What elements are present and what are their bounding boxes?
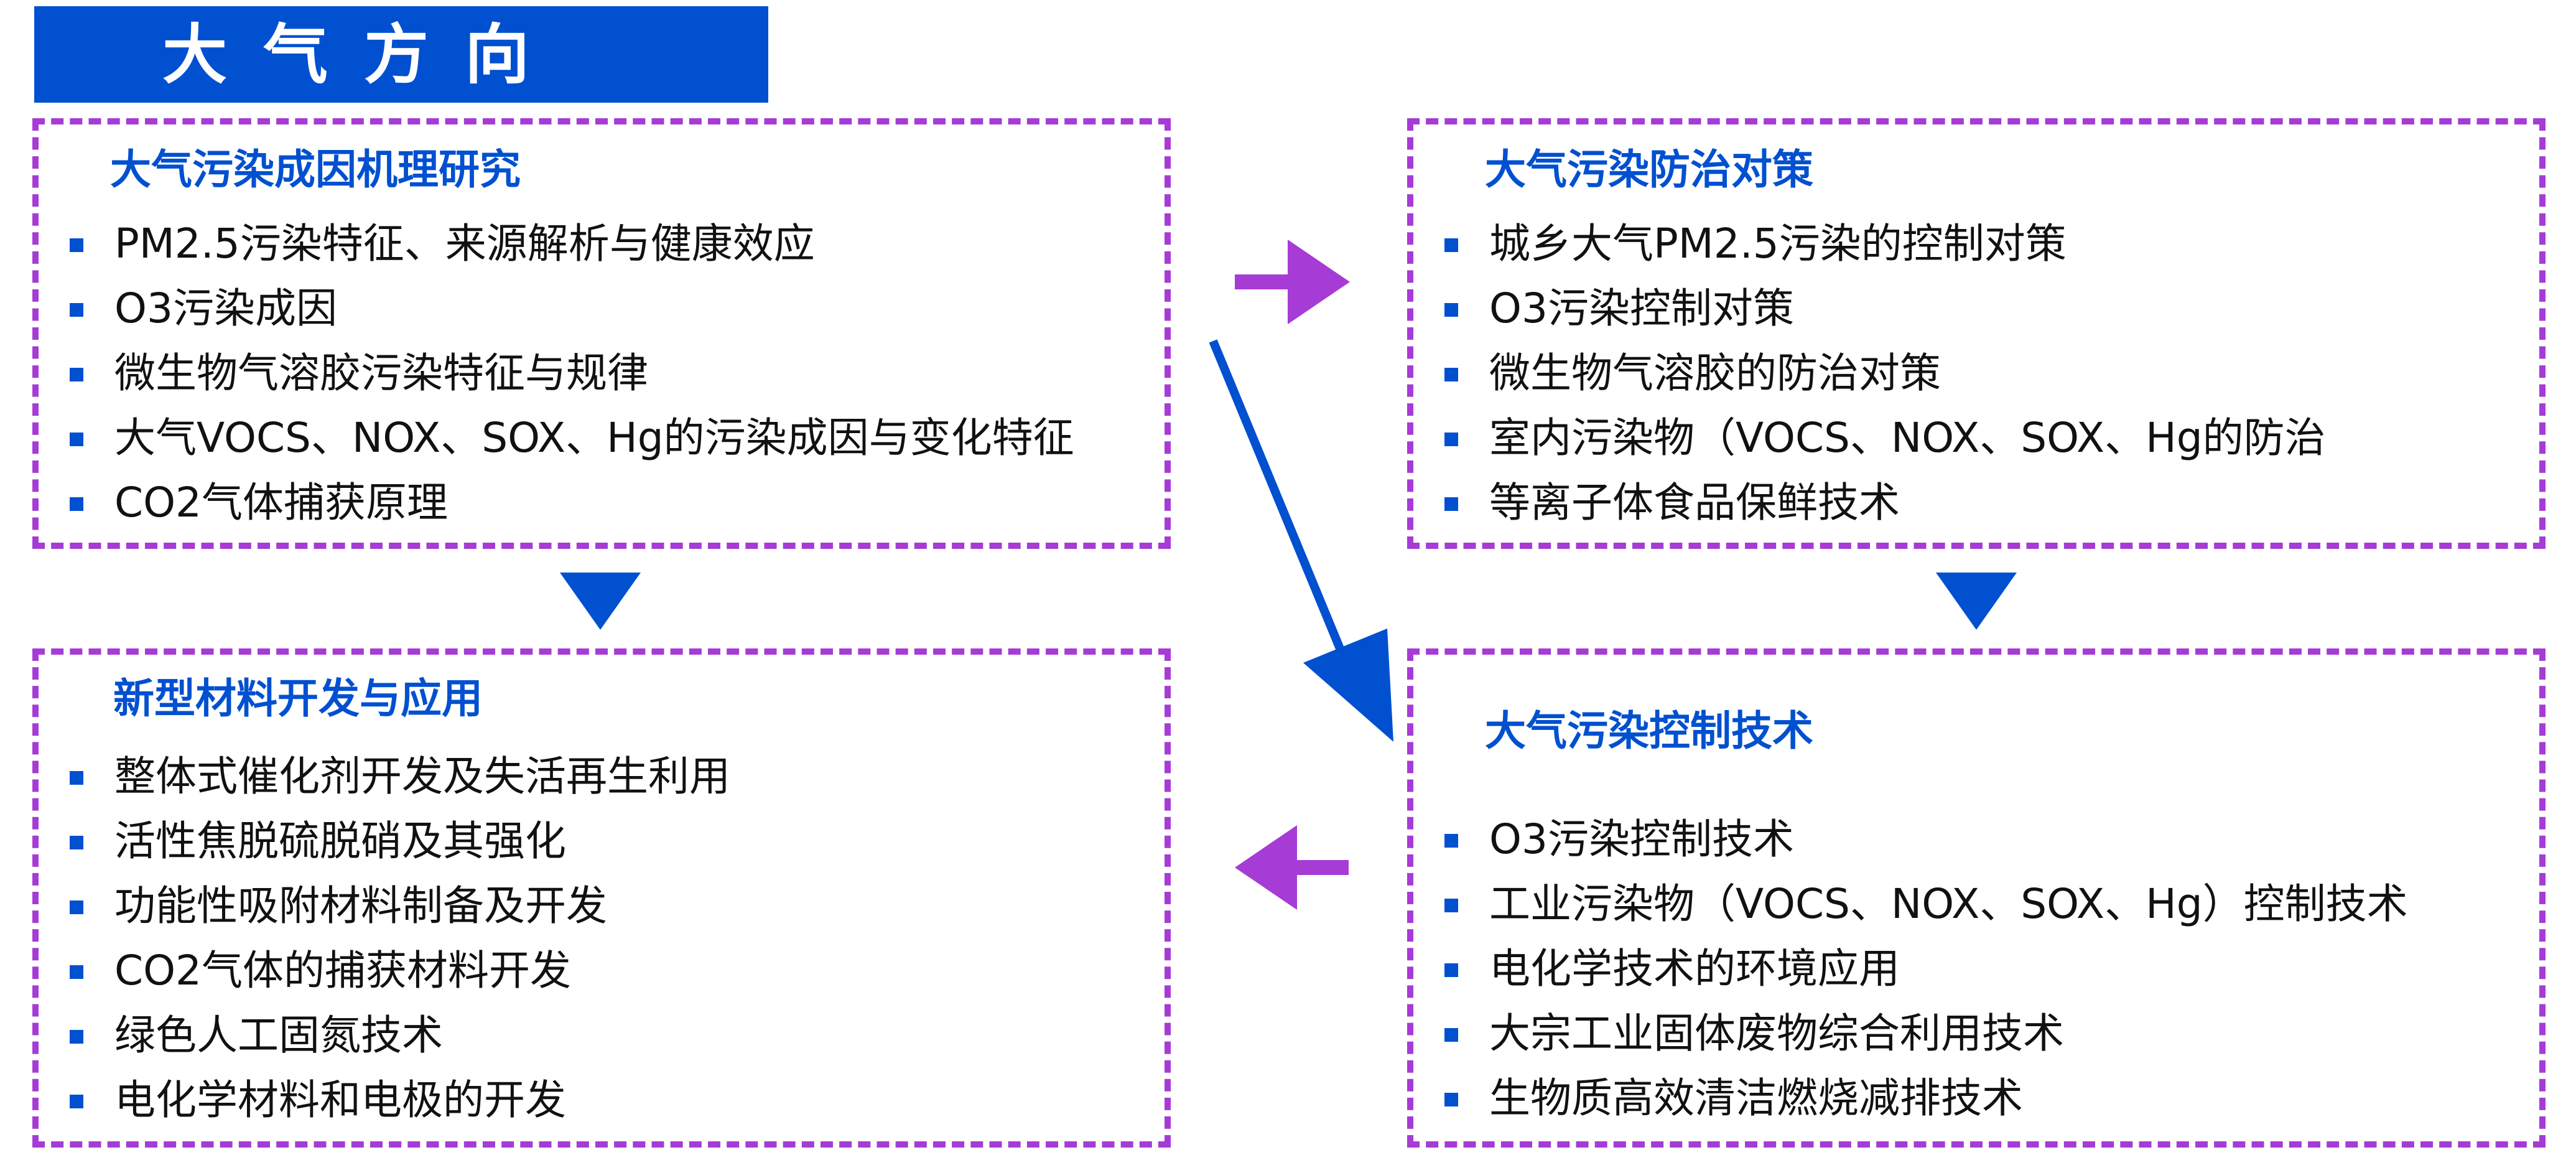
bullet-icon xyxy=(70,238,83,252)
list-item: 微生物气溶胶的防治对策 xyxy=(1413,341,2539,406)
title-banner: 大气方向 xyxy=(34,6,768,103)
list-item-text: 电化学技术的环境应用 xyxy=(1489,945,1900,993)
bullet-icon xyxy=(1444,1093,1458,1106)
bullet-icon xyxy=(1444,368,1458,381)
list-item-text: 活性焦脱硫脱硝及其强化 xyxy=(114,817,566,865)
arrow-down-icon xyxy=(560,573,641,630)
list-item: 大宗工业固体废物综合利用技术 xyxy=(1413,1001,2539,1066)
list-item: 生物质高效清洁燃烧减排技术 xyxy=(1413,1066,2539,1131)
list-item: 活性焦脱硫脱硝及其强化 xyxy=(39,809,1165,874)
list-item: O3污染控制对策 xyxy=(1413,276,2539,341)
arrow-right-icon xyxy=(1235,240,1350,324)
prevention-item-list: 城乡大气PM2.5污染的控制对策 O3污染控制对策 微生物气溶胶的防治对策 室内… xyxy=(1413,212,2539,535)
list-item: 整体式催化剂开发及失活再生利用 xyxy=(39,744,1165,809)
panel-heading-control: 大气污染控制技术 xyxy=(1485,707,1813,755)
list-item: 绿色人工固氮技术 xyxy=(39,1003,1165,1068)
list-item: O3污染成因 xyxy=(39,276,1165,341)
list-item-text: O3污染成因 xyxy=(114,284,337,332)
list-item-text: 生物质高效清洁燃烧减排技术 xyxy=(1489,1074,2023,1122)
bullet-icon xyxy=(1444,433,1458,446)
list-item: 室内污染物（VOCS、NOX、SOX、Hg的防治 xyxy=(1413,406,2539,470)
list-item: CO2气体的捕获材料开发 xyxy=(39,938,1165,1003)
bullet-icon xyxy=(1444,834,1458,848)
bullet-icon xyxy=(70,368,83,381)
list-item: 电化学材料和电极的开发 xyxy=(39,1068,1165,1133)
list-item-text: 微生物气溶胶的防治对策 xyxy=(1489,349,1941,397)
list-item-text: CO2气体捕获原理 xyxy=(114,479,449,526)
bullet-icon xyxy=(70,433,83,446)
materials-item-list: 整体式催化剂开发及失活再生利用 活性焦脱硫脱硝及其强化 功能性吸附材料制备及开发… xyxy=(39,744,1165,1133)
list-item-text: 大宗工业固体废物综合利用技术 xyxy=(1489,1009,2064,1057)
list-item-text: O3污染控制对策 xyxy=(1489,284,1794,332)
list-item: O3污染控制技术 xyxy=(1413,807,2539,872)
list-item-text: 等离子体食品保鲜技术 xyxy=(1489,479,1900,526)
bullet-icon xyxy=(1444,303,1458,317)
panel-prevention: 大气污染防治对策 城乡大气PM2.5污染的控制对策 O3污染控制对策 微生物气溶… xyxy=(1407,118,2546,549)
bullet-icon xyxy=(1444,963,1458,977)
list-item: 微生物气溶胶污染特征与规律 xyxy=(39,341,1165,406)
list-item: CO2气体捕获原理 xyxy=(39,470,1165,535)
bullet-icon xyxy=(70,1095,83,1108)
page-title: 大气方向 xyxy=(162,16,565,93)
bullet-icon xyxy=(1444,899,1458,912)
arrow-down-icon xyxy=(1936,573,2017,630)
list-item-text: 工业污染物（VOCS、NOX、SOX、Hg）控制技术 xyxy=(1489,880,2408,928)
list-item-text: 微生物气溶胶污染特征与规律 xyxy=(114,349,648,397)
research-item-list: PM2.5污染特征、来源解析与健康效应 O3污染成因 微生物气溶胶污染特征与规律… xyxy=(39,212,1165,535)
panel-heading-materials: 新型材料开发与应用 xyxy=(113,675,483,723)
list-item-text: 整体式催化剂开发及失活再生利用 xyxy=(114,752,730,800)
list-item: 工业污染物（VOCS、NOX、SOX、Hg）控制技术 xyxy=(1413,872,2539,937)
list-item: 城乡大气PM2.5污染的控制对策 xyxy=(1413,212,2539,276)
bullet-icon xyxy=(70,965,83,979)
list-item: 大气VOCS、NOX、SOX、Hg的污染成因与变化特征 xyxy=(39,406,1165,470)
list-item-text: CO2气体的捕获材料开发 xyxy=(114,947,572,994)
arrow-diagonal-icon xyxy=(1209,339,1393,742)
list-item-text: O3污染控制技术 xyxy=(1489,815,1794,863)
list-item-text: 城乡大气PM2.5污染的控制对策 xyxy=(1489,220,2067,268)
bullet-icon xyxy=(1444,238,1458,252)
list-item-text: 绿色人工固氮技术 xyxy=(114,1011,443,1059)
bullet-icon xyxy=(70,836,83,849)
bullet-icon xyxy=(1444,497,1458,511)
panel-control: 大气污染控制技术 O3污染控制技术 工业污染物（VOCS、NOX、SOX、Hg）… xyxy=(1407,648,2546,1148)
list-item-text: 功能性吸附材料制备及开发 xyxy=(114,882,607,930)
list-item-text: PM2.5污染特征、来源解析与健康效应 xyxy=(114,220,815,268)
arrow-left-icon xyxy=(1235,825,1349,910)
list-item-text: 室内污染物（VOCS、NOX、SOX、Hg的防治 xyxy=(1489,414,2326,462)
panel-materials: 新型材料开发与应用 整体式催化剂开发及失活再生利用 活性焦脱硫脱硝及其强化 功能… xyxy=(32,648,1171,1148)
list-item: 电化学技术的环境应用 xyxy=(1413,937,2539,1001)
bullet-icon xyxy=(70,497,83,511)
list-item: 等离子体食品保鲜技术 xyxy=(1413,470,2539,535)
bullet-icon xyxy=(70,303,83,317)
bullet-icon xyxy=(70,900,83,914)
list-item: PM2.5污染特征、来源解析与健康效应 xyxy=(39,212,1165,276)
bullet-icon xyxy=(70,1030,83,1044)
bullet-icon xyxy=(70,771,83,785)
bullet-icon xyxy=(1444,1028,1458,1042)
panel-research: 大气污染成因机理研究 PM2.5污染特征、来源解析与健康效应 O3污染成因 微生… xyxy=(32,118,1171,549)
list-item: 功能性吸附材料制备及开发 xyxy=(39,874,1165,938)
panel-heading-research: 大气污染成因机理研究 xyxy=(110,146,521,194)
control-item-list: O3污染控制技术 工业污染物（VOCS、NOX、SOX、Hg）控制技术 电化学技… xyxy=(1413,807,2539,1131)
list-item-text: 电化学材料和电极的开发 xyxy=(114,1076,566,1124)
panel-heading-prevention: 大气污染防治对策 xyxy=(1485,146,1813,194)
list-item-text: 大气VOCS、NOX、SOX、Hg的污染成因与变化特征 xyxy=(114,414,1074,462)
